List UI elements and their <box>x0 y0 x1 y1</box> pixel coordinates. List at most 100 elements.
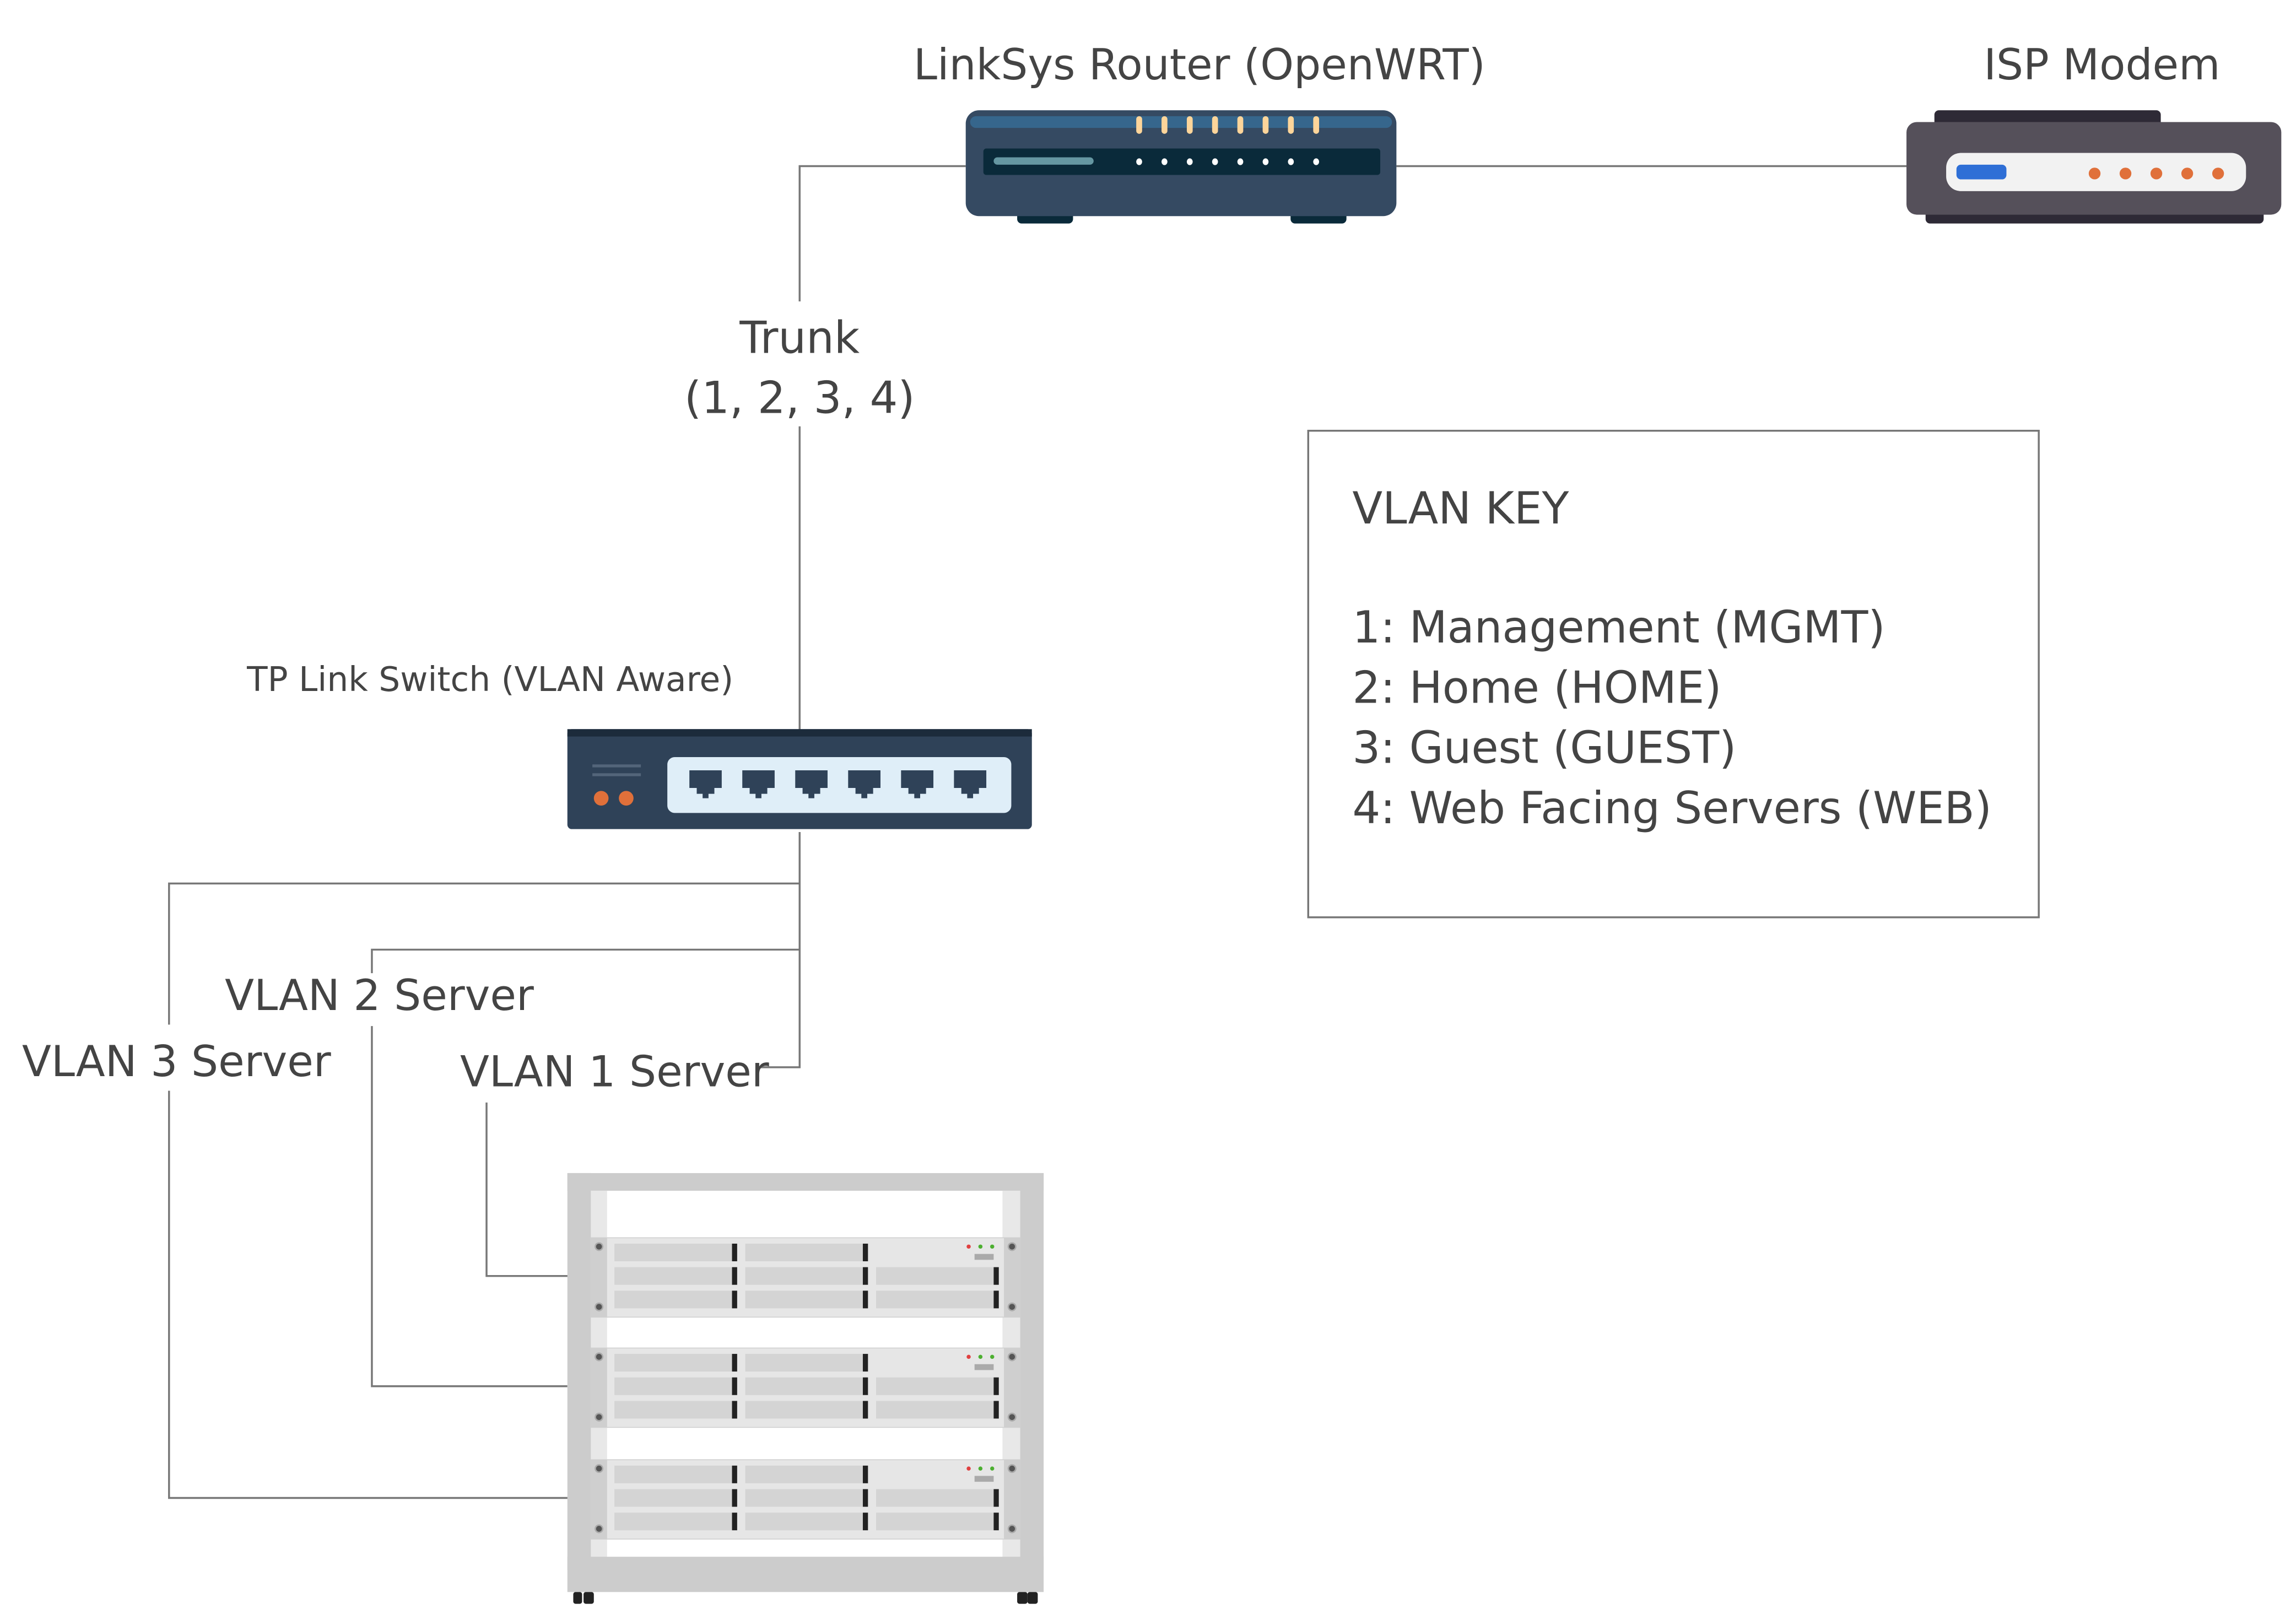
drive-handle <box>862 1267 868 1285</box>
drive-bay <box>745 1401 863 1419</box>
server-label-plate <box>974 1364 994 1370</box>
screw-icon <box>1007 1464 1017 1473</box>
drive-handle <box>993 1290 999 1309</box>
drive-bay <box>614 1377 732 1395</box>
trunk-vlans-label: (1, 2, 3, 4) <box>684 372 915 424</box>
drive-handle <box>993 1267 999 1285</box>
drive-bay <box>876 1513 994 1531</box>
led-icon <box>2088 168 2101 180</box>
vlan-key-item: 3: Guest (GUEST) <box>1352 722 1736 774</box>
led-icon <box>1313 158 1320 165</box>
led-icon <box>990 1354 995 1359</box>
vlan-key-item: 2: Home (HOME) <box>1352 662 1721 713</box>
ethernet-port-icon <box>795 770 828 798</box>
drive-handle <box>732 1465 737 1483</box>
drive-handle <box>732 1243 737 1261</box>
screw-icon <box>595 1242 604 1251</box>
screw-icon <box>595 1464 604 1473</box>
ethernet-port-icon <box>954 770 987 798</box>
drive-handle <box>993 1401 999 1419</box>
router-label: LinkSys Router (OpenWRT) <box>914 40 1485 90</box>
screw-icon <box>1007 1524 1017 1533</box>
antenna-icon <box>1237 116 1244 134</box>
led-icon <box>1212 158 1218 165</box>
vlan-key-title: VLAN KEY <box>1352 483 1569 534</box>
drive-handle <box>993 1513 999 1531</box>
drive-handle <box>862 1290 868 1309</box>
drive-handle <box>732 1513 737 1531</box>
server-label-plate <box>974 1476 994 1482</box>
drive-handle <box>862 1465 868 1483</box>
trunk-link-upper <box>798 165 966 301</box>
drive-bay <box>876 1290 994 1309</box>
drive-bay <box>614 1243 732 1261</box>
ethernet-port-icon <box>901 770 934 798</box>
modem-label: ISP Modem <box>1984 40 2220 90</box>
drive-bay <box>876 1377 994 1395</box>
led-icon <box>2150 168 2163 180</box>
router-icon[interactable] <box>965 110 1397 224</box>
ethernet-port-icon <box>742 770 775 798</box>
drive-handle <box>862 1243 868 1261</box>
drive-bay <box>614 1489 732 1507</box>
drive-bay <box>745 1377 863 1395</box>
led-icon <box>966 1466 971 1471</box>
drive-bay <box>614 1267 732 1285</box>
led-icon <box>978 1354 983 1359</box>
drive-handle <box>862 1354 868 1372</box>
antenna-icon <box>1186 116 1193 134</box>
drive-handle <box>862 1513 868 1531</box>
led-icon <box>1237 158 1244 165</box>
screw-icon <box>1007 1412 1017 1422</box>
antenna-icon <box>1262 116 1269 134</box>
connections <box>168 165 1907 1499</box>
drive-bay <box>614 1513 732 1531</box>
drive-bay <box>876 1401 994 1419</box>
screw-icon <box>595 1352 604 1362</box>
drive-handle <box>993 1377 999 1395</box>
server-unit <box>590 1459 1021 1540</box>
switch-label: TP Link Switch (VLAN Aware) <box>246 660 733 699</box>
screw-icon <box>1007 1352 1017 1362</box>
antenna-icon <box>1161 116 1168 134</box>
vlan2-link <box>371 883 801 1387</box>
led-icon <box>2119 168 2132 180</box>
antenna-icon <box>1212 116 1218 134</box>
drive-handle <box>862 1401 868 1419</box>
server-rack-icon[interactable] <box>567 1173 1044 1604</box>
led-icon <box>1136 158 1142 165</box>
led-icon <box>966 1354 971 1359</box>
led-icon <box>978 1244 983 1249</box>
vlan3-link <box>168 832 801 1499</box>
vlan3-server-label: VLAN 3 Server <box>22 1037 331 1087</box>
antenna-icon <box>1288 116 1294 134</box>
server-unit <box>590 1237 1021 1318</box>
vlan-key-item: 1: Management (MGMT) <box>1352 602 1885 653</box>
trunk-label: Trunk <box>739 312 860 363</box>
drive-bay <box>745 1513 863 1531</box>
led-icon <box>966 1244 971 1249</box>
drive-handle <box>993 1489 999 1507</box>
drive-handle <box>732 1489 737 1507</box>
drive-handle <box>862 1489 868 1507</box>
led-icon <box>1262 158 1269 165</box>
antenna-icon <box>1136 116 1142 134</box>
drive-bay <box>745 1290 863 1309</box>
modem-icon[interactable] <box>1906 110 2282 224</box>
screw-icon <box>595 1524 604 1533</box>
drive-bay <box>876 1267 994 1285</box>
drive-bay <box>745 1243 863 1261</box>
vlan1-server-label: VLAN 1 Server <box>460 1047 769 1097</box>
vlan-key-box: VLAN KEY 1: Management (MGMT) 2: Home (H… <box>1307 429 2040 919</box>
drive-bay <box>745 1354 863 1372</box>
led-icon <box>1161 158 1168 165</box>
drive-handle <box>732 1267 737 1285</box>
drive-bay <box>614 1401 732 1419</box>
switch-icon[interactable] <box>567 729 1032 829</box>
screw-icon <box>595 1412 604 1422</box>
drive-bay <box>745 1465 863 1483</box>
ethernet-port-icon <box>689 770 722 798</box>
led-icon <box>978 1466 983 1471</box>
screw-icon <box>1007 1242 1017 1251</box>
